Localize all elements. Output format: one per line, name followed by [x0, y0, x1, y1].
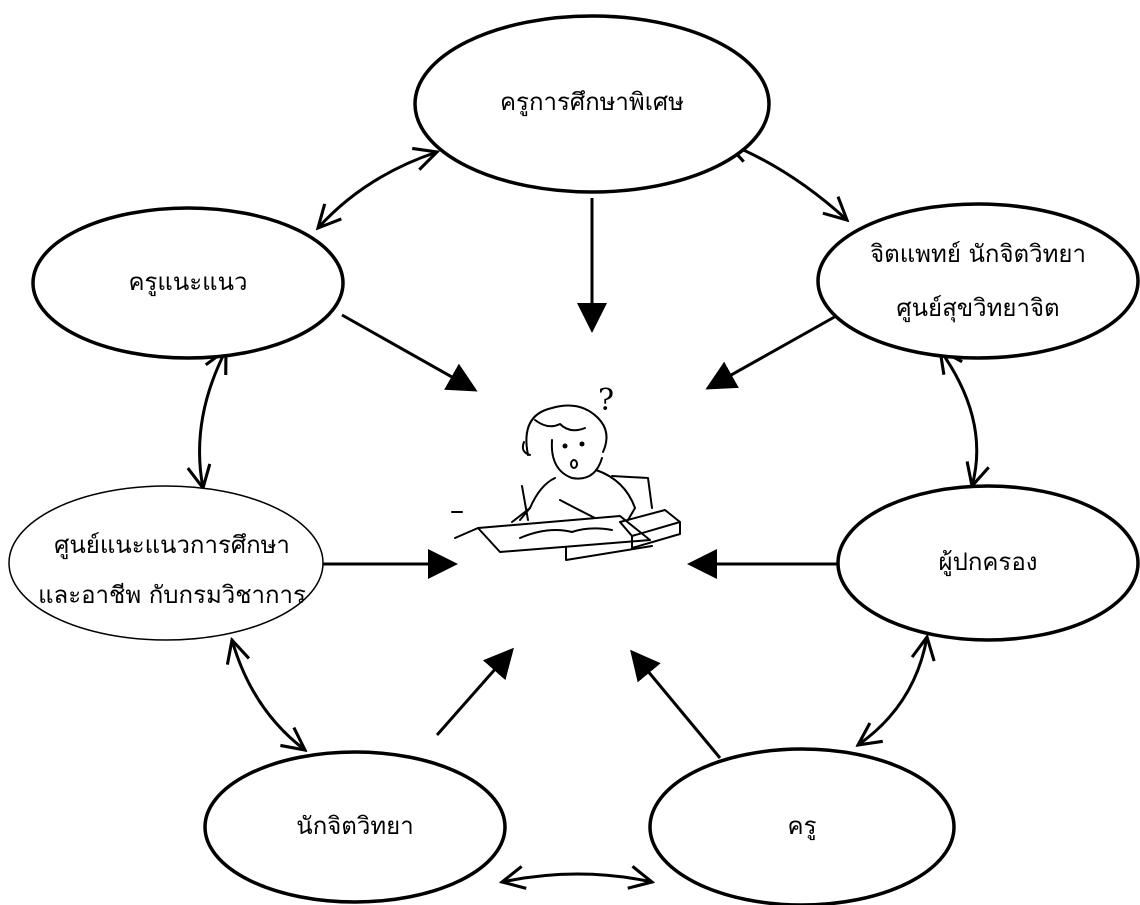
node-psychologist-label: นักจิตวิทยา	[296, 812, 413, 840]
node-guidance-center-label-line2: และอาชีพ กับกรมวิชาการ	[38, 581, 306, 609]
node-special-ed-teacher-label: ครูการศึกษาพิเศษ	[500, 88, 684, 117]
arrow-psychologist-to-child	[435, 647, 514, 736]
double-arrow-psychiatrist-parent	[940, 350, 977, 486]
double-arrow-special-ed-psychiatrist	[727, 143, 847, 220]
node-guidance-center-label-line1: ศูนย์แนะแนวการศึกษา	[54, 531, 290, 560]
node-guidance-center: ศูนย์แนะแนวการศึกษา และอาชีพ กับกรมวิชาก…	[8, 485, 324, 641]
node-special-ed-teacher: ครูการศึกษาพิเศษ	[413, 14, 771, 194]
arrow-guidance-teacher-to-child	[341, 313, 478, 392]
arrow-teacher-to-child	[630, 649, 722, 759]
double-arrow-special-ed-guidance-teacher	[318, 152, 437, 228]
node-psychiatrist-label-line2: ศูนย์สุขวิทยาจิต	[896, 294, 1059, 323]
confused-child-icon: ?	[451, 383, 681, 561]
node-parent-label: ผู้ปกครอง	[939, 548, 1038, 577]
node-guidance-teacher-label: ครูแนะแนว	[128, 268, 247, 297]
node-teacher-label: ครู	[788, 812, 817, 841]
node-guidance-teacher: ครูแนะแนว	[31, 206, 345, 360]
node-psychiatrist-label-line1: จิตแพทย์ นักจิตวิทยา	[870, 240, 1086, 268]
node-parent: ผู้ปกครอง	[836, 484, 1140, 642]
node-psychiatrist: จิตแพทย์ นักจิตวิทยา ศูนย์สุขวิทยาจิต	[816, 202, 1140, 360]
node-teacher: ครู	[648, 747, 956, 905]
arrow-psychiatrist-to-child	[705, 313, 839, 390]
double-arrow-guidance-teacher-center	[200, 350, 226, 488]
double-arrow-parent-teacher	[858, 637, 927, 745]
double-arrow-psychologist-teacher	[502, 874, 652, 882]
node-psychologist: นักจิตวิทยา	[203, 750, 507, 904]
double-arrow-center-psychologist	[232, 640, 305, 750]
question-mark: ?	[598, 383, 614, 418]
